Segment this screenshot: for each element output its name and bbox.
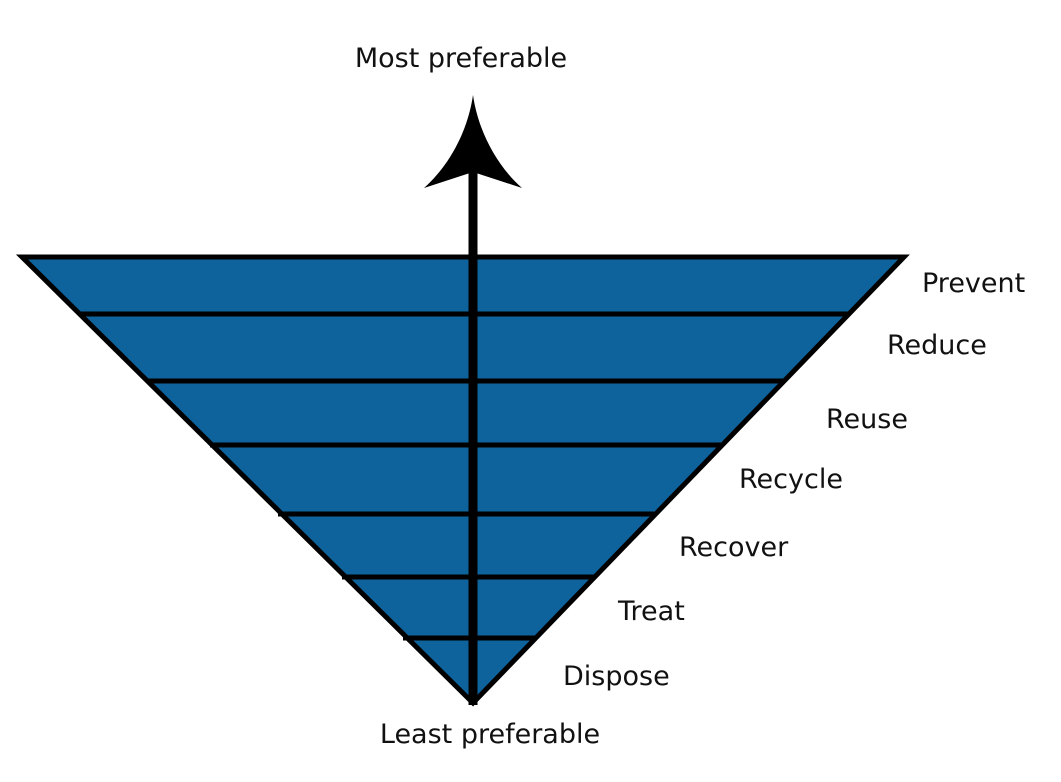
level-dividers <box>80 311 849 641</box>
level-label-recover: Recover <box>679 532 789 563</box>
level-label-reuse: Reuse <box>826 404 908 435</box>
hierarchy-triangle <box>15 254 910 707</box>
most-preferable-label: Most preferable <box>355 43 567 74</box>
level-label-prevent: Prevent <box>922 268 1025 299</box>
level-label-reduce: Reduce <box>887 330 987 361</box>
level-label-dispose: Dispose <box>563 661 670 692</box>
level-label-recycle: Recycle <box>739 464 843 495</box>
up-arrow-icon <box>424 95 522 188</box>
level-label-treat: Treat <box>617 596 685 627</box>
least-preferable-label: Least preferable <box>380 719 600 750</box>
